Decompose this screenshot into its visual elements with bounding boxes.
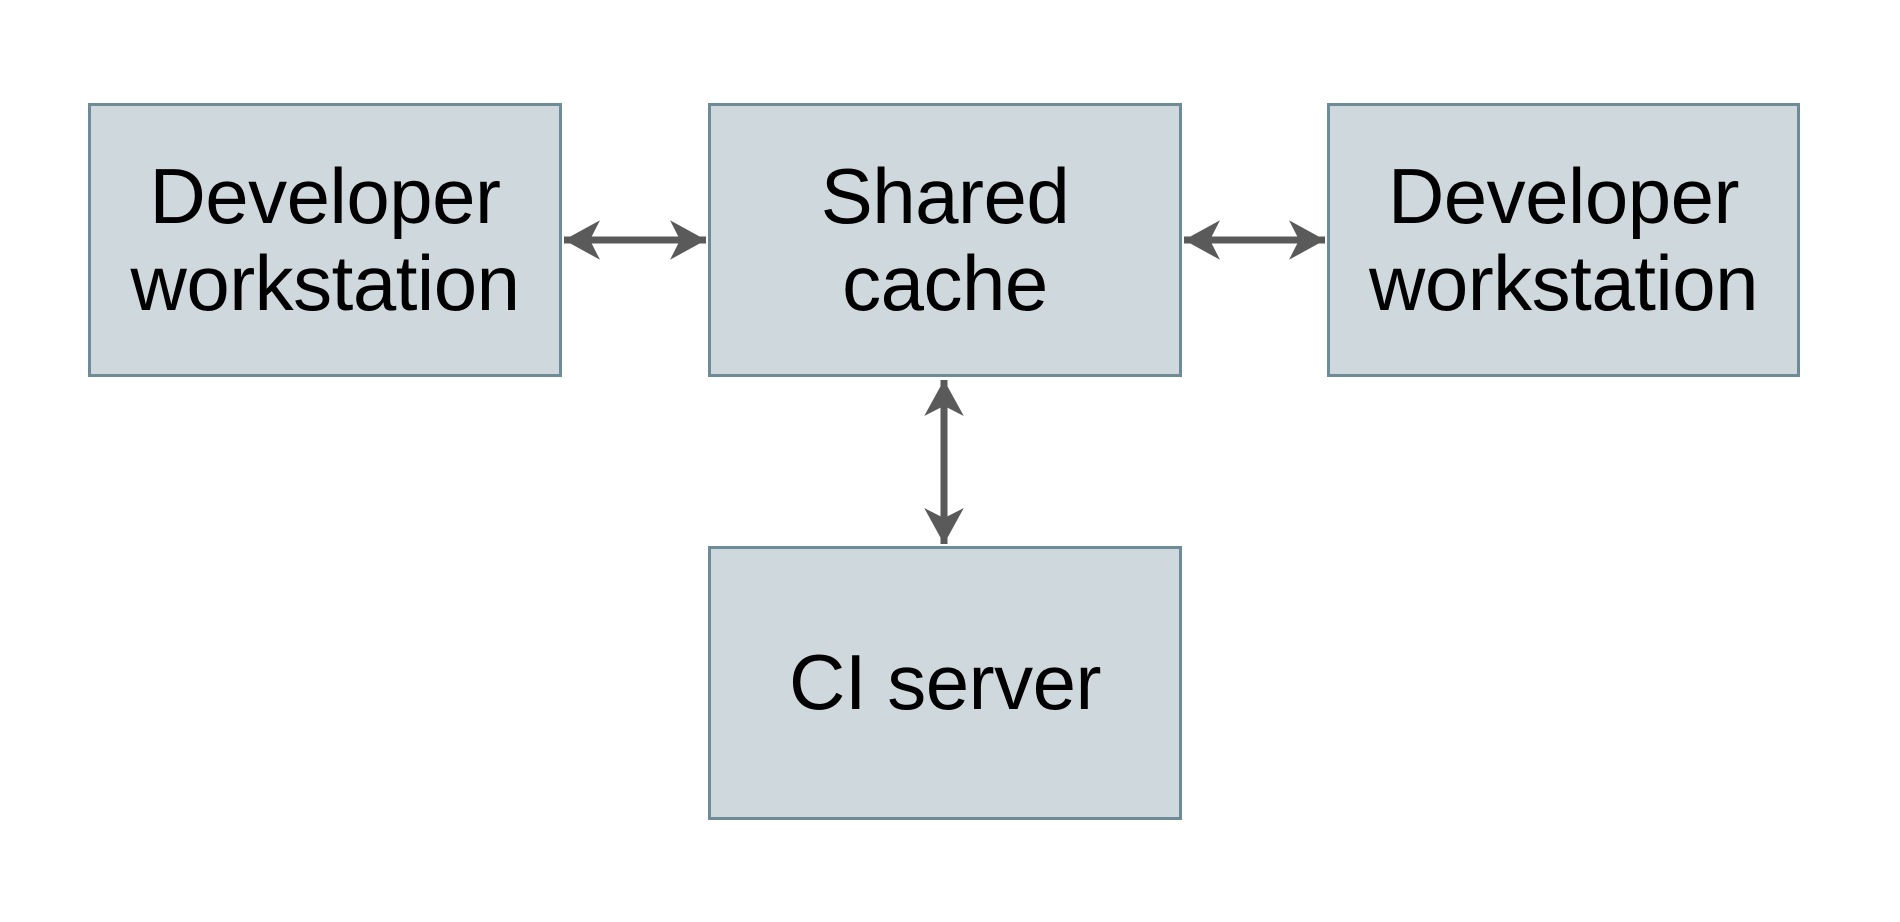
node-developer-workstation-right: Developer workstation (1327, 103, 1800, 377)
node-label: Developer workstation (1369, 151, 1759, 327)
node-label: Shared cache (820, 151, 1070, 327)
node-shared-cache: Shared cache (708, 103, 1182, 377)
node-label: Developer workstation (130, 151, 521, 327)
node-ci-server: CI server (708, 546, 1182, 820)
node-label: CI server (789, 638, 1101, 727)
node-developer-workstation-left: Developer workstation (88, 103, 562, 377)
